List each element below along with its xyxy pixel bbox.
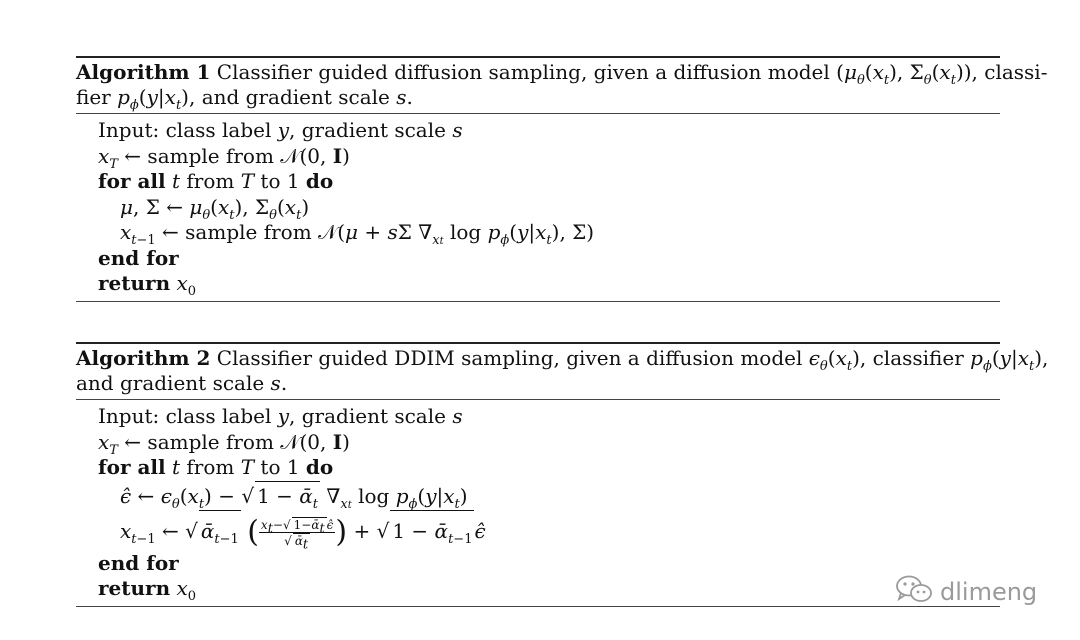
watermark: dlimeng [894, 574, 1064, 610]
algo1-line-sample: xt−1 ← sample from 𝒩(μ + sΣ ∇xt log pϕ(y… [120, 220, 595, 248]
algorithm-1: Algorithm 1 Classifier guided diffusion … [76, 56, 1047, 302]
algo1-line-input: Input: class label y, gradient scale s [98, 118, 463, 142]
algorithm-2-label: Algorithm 2 [76, 346, 211, 370]
algorithm-2-body: Input: class label y, gradient scale s x… [76, 400, 1000, 606]
algorithm-1-top-rule [76, 56, 1000, 58]
algo2-line-eps: ϵ̂ ← ϵθ(xt) − √1 − ᾱt ∇xt log pϕ(y|xt) [98, 480, 1000, 511]
algo2-line-input: Input: class label y, gradient scale s [98, 404, 463, 428]
algorithm-2-caption-line1: Classifier guided DDIM sampling, given a… [210, 346, 1049, 374]
algorithm-2-top-rule [76, 342, 1000, 344]
algorithm-2-caption: Algorithm 2 Classifier guided DDIM sampl… [76, 344, 1048, 399]
algorithm-2-mid-rule [76, 399, 1000, 400]
algo1-line-init: xT ← sample from 𝒩(0, I) [98, 143, 350, 172]
algo1-line-return: return x0 [98, 271, 197, 299]
algorithm-1-caption: Algorithm 1 Classifier guided diffusion … [76, 58, 1047, 113]
algo1-line-endfor: end for [98, 245, 179, 270]
algorithm-1-caption-line1: Classifier guided diffusion sampling, gi… [210, 60, 1048, 88]
algo2-line-endfor: end for [98, 550, 179, 575]
algo1-line-mu: μ, Σ ← μθ(xt), Σθ(xt) [120, 194, 310, 223]
algo1-line-for: for all t from T to 1 do [98, 169, 334, 193]
algo2-line-for: for all t from T to 1 do [98, 455, 334, 479]
algorithm-1-caption-line2: fier pϕ(y|xt), and gradient scale s. [76, 85, 413, 113]
algorithm-1-label: Algorithm 1 [76, 60, 211, 84]
algorithm-1-mid-rule [76, 113, 1000, 114]
algo2-line-init: xT ← sample from 𝒩(0, I) [98, 429, 350, 458]
watermark-text: dlimeng [940, 578, 1038, 606]
algorithm-2-caption-line2: and gradient scale s. [76, 371, 288, 395]
algorithm-2-bottom-rule [76, 605, 1000, 607]
algo2-line-return: return x0 [98, 576, 197, 604]
algorithm-2: Algorithm 2 Classifier guided DDIM sampl… [76, 342, 1048, 607]
wechat-icon [894, 574, 934, 610]
algorithm-1-body: Input: class label y, gradient scale s x… [76, 114, 1000, 301]
algorithm-1-bottom-rule [76, 300, 1000, 302]
